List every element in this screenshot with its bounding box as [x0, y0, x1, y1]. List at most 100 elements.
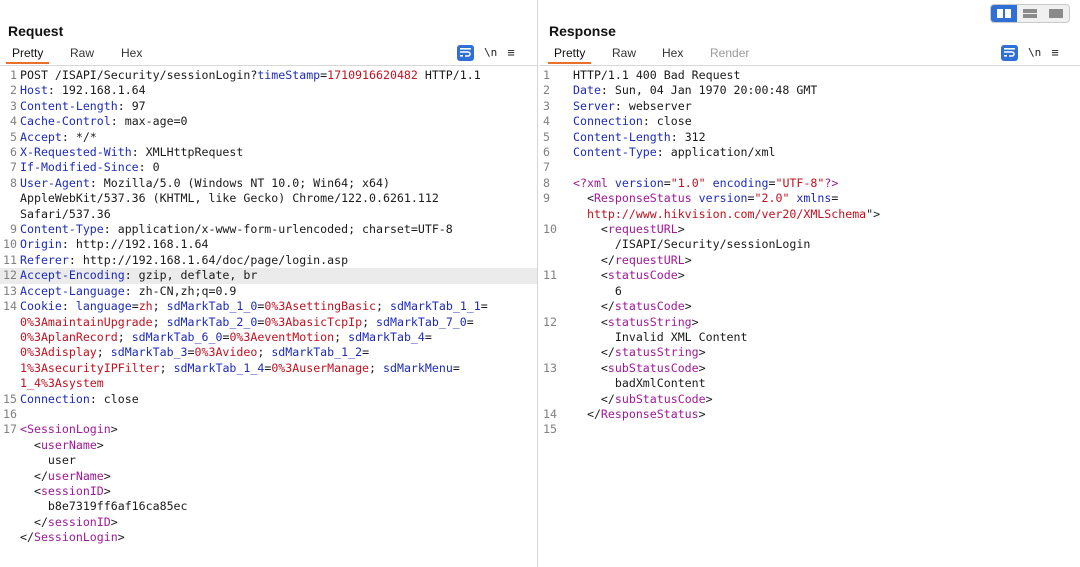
- code-token: <: [573, 222, 608, 237]
- code-token: sdMarkTab_4: [348, 329, 425, 344]
- code-text: AppleWebKit/537.36 (KHTML, like Gecko) C…: [20, 191, 439, 206]
- code-token: Invalid XML Content: [573, 329, 748, 344]
- code-text: <ResponseStatus version="2.0" xmlns=: [573, 191, 838, 206]
- line-number: [0, 515, 20, 530]
- code-text: Safari/537.36: [20, 207, 111, 222]
- code-token: [706, 176, 713, 190]
- response-tab-render[interactable]: Render: [710, 46, 750, 60]
- word-wrap-icon[interactable]: [1001, 44, 1018, 61]
- line-number: [539, 392, 573, 407]
- line-number: [0, 499, 20, 514]
- code-token: sessionID: [40, 483, 104, 498]
- side-by-side-layout-icon[interactable]: [991, 5, 1017, 22]
- line-number: 9: [10, 222, 17, 237]
- code-token: <: [573, 268, 608, 283]
- code-token: : gzip, deflate, br: [124, 268, 258, 283]
- code-token: subStatusCode: [607, 360, 699, 375]
- line-number: 2: [543, 83, 550, 98]
- code-text: <?xml version="1.0" encoding="UTF-8"?>: [573, 176, 838, 191]
- code-text: Connection: close: [573, 114, 692, 129]
- request-tab-pretty[interactable]: Pretty: [5, 46, 50, 64]
- code-text: User-Agent: Mozilla/5.0 (Windows NT 10.0…: [20, 176, 390, 191]
- response-tab-pretty[interactable]: Pretty: [547, 46, 592, 64]
- code-token: ;: [362, 314, 377, 329]
- code-line: 14 </ResponseStatus>: [539, 407, 1080, 422]
- single-pane-layout-icon[interactable]: [1043, 5, 1069, 22]
- code-token: =: [222, 329, 230, 344]
- code-token: userName: [47, 468, 104, 483]
- line-number: 5: [543, 129, 550, 144]
- code-text: http://www.hikvision.com/ver20/XMLSchema…: [573, 207, 880, 222]
- code-token: =: [257, 314, 265, 329]
- code-token: "UTF-8": [775, 175, 825, 190]
- code-token: <: [573, 191, 594, 206]
- code-token: : http://192.168.1.64/doc/page/login.asp: [68, 252, 349, 267]
- response-tab-raw[interactable]: Raw: [612, 46, 637, 60]
- code-line: <sessionID>: [0, 484, 537, 499]
- line-number: 7: [543, 160, 550, 175]
- code-token: =: [131, 299, 139, 314]
- code-token: /ISAPI/Security/sessionLogin: [573, 237, 811, 252]
- code-token: badXmlContent: [573, 376, 706, 391]
- code-token: : zh-CN,zh;q=0.9: [124, 283, 237, 298]
- line-number: 10: [3, 237, 17, 252]
- code-token: language: [75, 299, 132, 314]
- code-text: HTTP/1.1 400 Bad Request: [573, 68, 741, 83]
- request-tab-hex[interactable]: Hex: [121, 46, 143, 60]
- line-number: 3: [543, 98, 550, 113]
- code-token: [692, 191, 699, 205]
- code-text: Content-Type: application/x-www-form-url…: [20, 222, 453, 237]
- code-token: statusCode: [614, 299, 685, 314]
- newline-toggle-icon[interactable]: \n: [484, 46, 498, 59]
- code-text: Content-Length: 97: [20, 99, 146, 114]
- line-number: [0, 530, 20, 545]
- code-line: </sessionID>: [0, 515, 537, 530]
- code-line: 0%3Adisplay; sdMarkTab_3=0%3Avideo; sdMa…: [0, 345, 537, 360]
- code-token: =: [663, 175, 671, 190]
- stacked-layout-icon[interactable]: [1017, 5, 1043, 22]
- code-text: <subStatusCode>: [573, 361, 706, 376]
- response-tab-hex[interactable]: Hex: [662, 46, 684, 60]
- code-token: : webserver: [614, 98, 692, 113]
- code-text: Cookie: language=zh; sdMarkTab_1_0=0%3As…: [20, 299, 488, 314]
- code-token: >: [103, 468, 111, 483]
- code-text: </subStatusCode>: [573, 392, 713, 407]
- line-number: 6: [10, 145, 17, 160]
- code-line: </userName>: [0, 469, 537, 484]
- code-token: Referer: [20, 252, 69, 267]
- code-token: 0%3AbasicTcpIp: [264, 314, 363, 329]
- request-tab-raw[interactable]: Raw: [70, 46, 95, 60]
- code-token: =: [362, 345, 370, 360]
- code-token: ;: [152, 299, 167, 314]
- code-token: "2.0": [754, 191, 790, 206]
- request-menu-icon[interactable]: ≡: [507, 45, 515, 60]
- line-number: 5: [10, 129, 17, 144]
- code-text: user: [20, 453, 76, 468]
- layout-toggle[interactable]: [990, 4, 1070, 23]
- word-wrap-icon[interactable]: [457, 44, 474, 61]
- code-line: Safari/537.36: [0, 207, 537, 222]
- code-token: statusString: [614, 345, 699, 360]
- newline-toggle-icon[interactable]: \n: [1028, 46, 1042, 59]
- line-number: 7: [10, 160, 17, 175]
- code-token: Origin: [20, 237, 62, 252]
- code-line: </statusString>: [539, 345, 1080, 360]
- code-text: </sessionID>: [20, 515, 118, 530]
- code-token: ">: [866, 206, 881, 221]
- code-text: Accept-Language: zh-CN,zh;q=0.9: [20, 284, 236, 299]
- request-title: Request: [8, 23, 64, 39]
- code-token: sdMarkTab_1_2: [271, 345, 363, 360]
- line-number: 1: [10, 68, 17, 82]
- code-text: </statusCode>: [573, 299, 692, 314]
- response-menu-icon[interactable]: ≡: [1051, 45, 1059, 60]
